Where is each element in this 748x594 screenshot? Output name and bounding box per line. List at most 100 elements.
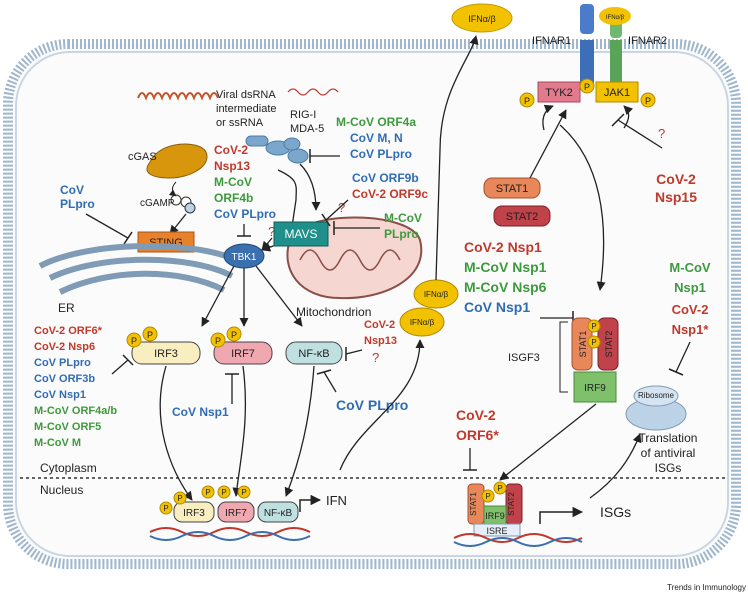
mavs-label: MAVS [284,227,317,241]
nucleus-label: Nucleus [40,483,83,497]
mavs-inhibitor: PLpro [384,227,419,241]
ribosome-inhibitor: M-CoV [669,260,710,275]
phospho-p: P [241,488,246,497]
phospho-p: P [231,330,237,340]
isgf3-label: ISGF3 [508,352,540,364]
irf3-inhibitor: CoV-2 ORF6* [34,325,103,337]
viral-rna-label: intermediate [216,103,277,115]
ribosome-label: Ribosome [638,391,675,400]
ifn-gene-label: IFN [326,493,347,508]
nfkb-node [285,341,343,365]
mavs-inhibitor: M-CoV [384,211,422,225]
nfkb-label: NF-κB [298,348,329,360]
stat1-label: STAT1 [496,183,529,195]
cytoplasm-label: Cytoplasm [40,461,97,475]
phospho-p: P [205,488,210,497]
viral-rna-label: Viral dsRNA [216,89,276,101]
irf3-inhibitor: M-CoV ORF4a/b [34,405,117,417]
irf3-label: IRF3 [154,348,178,360]
ifnar1-receptor [580,4,594,34]
nfkb-inhibitor: CoV-2 [364,319,395,331]
jak1-label: JAK1 [604,87,630,99]
phospho-p: P [131,336,137,346]
nfkb-inhibitor: Nsp13 [364,335,397,347]
cov2-label: CoV-2 [656,171,696,187]
viral-rna-label: or ssRNA [216,117,264,129]
isgs-label: ISGs [600,504,631,520]
phospho-p: P [645,96,651,106]
ifnar1-label: IFNAR1 [532,35,571,47]
irf3-inhibitor: M-CoV ORF5 [34,421,101,433]
irf7-node [213,341,273,365]
irf9-label: IRF9 [584,383,606,394]
er-membrane [38,242,242,295]
tbk1-inhibitor: Nsp13 [214,159,250,173]
orf6-inhibitor: ORF6* [456,427,499,443]
isre-label: ISRE [486,526,507,536]
nsp15-label: Nsp15 [655,189,697,205]
ifn-bound-label: IFNα/β [606,15,625,21]
question-mark: ? [372,350,379,365]
irf3-inhibitor: CoV-2 Nsp6 [34,341,95,353]
phospho-p: P [485,492,490,501]
tyk2-box [537,81,581,103]
rigi-inhibitor: CoV M, N [350,131,403,145]
phospho-p: P [591,322,596,331]
mitochondrion-label: Mitochondrion [296,305,371,319]
stat-inhibitor: M-CoV Nsp1 [464,259,547,275]
nuc-irf7-label: IRF7 [225,508,247,519]
sting-inhibitor: PLpro [60,197,95,211]
question-mark: ? [338,200,345,215]
phospho-p: P [147,330,153,340]
mavs-box [273,221,329,247]
ifn-extracellular [451,3,513,33]
nuc-nfkb-label: NF-κB [264,508,293,519]
isgf3-stat2-label: STAT2 [604,331,614,358]
irf7-label: IRF7 [231,348,255,360]
viral-dsrna-coil [137,92,219,101]
nuc-irf9-label: IRF9 [485,511,505,521]
tbk1-inhibitor: CoV-2 [214,143,248,157]
irf3-inhibitor: CoV Nsp1 [34,389,86,401]
irf3-inhibitor: CoV PLpro [34,357,91,369]
rigi-shape [245,135,269,147]
ifnar2-label: IFNAR2 [628,35,667,47]
jak1-box [595,81,639,103]
phospho-p: P [215,336,221,346]
ifn-vesicle-label: IFNα/β [424,290,449,299]
journal-footer: Trends in Immunology [667,583,746,592]
irf3-inhibitor: M-CoV M [34,437,81,449]
stat-inhibitor: CoV Nsp1 [464,299,530,315]
rigi-inhibitor: M-CoV ORF4a [336,115,416,129]
stat-inhibitor: CoV-2 Nsp1 [464,239,542,255]
nuc-irf3-label: IRF3 [183,508,205,519]
tbk1-inhibitor: CoV PLpro [214,207,276,221]
question-mark: ? [658,126,665,141]
stat2-box [493,205,551,227]
rigi-inhibitor: CoV PLpro [350,147,412,161]
ribosome-inhibitor: Nsp1 [674,280,706,295]
phospho-p: P [584,82,590,92]
cgas-label: cGAS [128,151,157,163]
isgf3-stat1-label: STAT1 [578,331,588,358]
ifn-extracellular-label: IFNα/β [468,14,495,24]
irf7-inhibitor: CoV Nsp1 [172,405,229,419]
orf6-inhibitor: CoV-2 [456,407,496,423]
ribosome-inhibitor: Nsp1* [672,322,710,337]
sting-inhibitor: CoV [60,183,84,197]
er-label: ER [58,301,75,315]
phospho-p: P [591,338,596,347]
phospho-p: P [177,494,182,503]
stat2-label: STAT2 [506,211,539,223]
nfkb-inhibitor: CoV PLpro [336,397,408,413]
ifn-vesicle-label: IFNα/β [410,318,435,327]
irf3-node [131,341,201,365]
tbk1-inhibitor: M-CoV [214,175,252,189]
cgamp-label: cGAMP [140,198,175,209]
translation-label: of antiviral [641,446,696,460]
mavs-inhibitor: CoV-2 ORF9c [352,187,428,201]
stat-inhibitor: M-CoV Nsp6 [464,279,547,295]
tyk2-label: TYK2 [545,87,573,99]
